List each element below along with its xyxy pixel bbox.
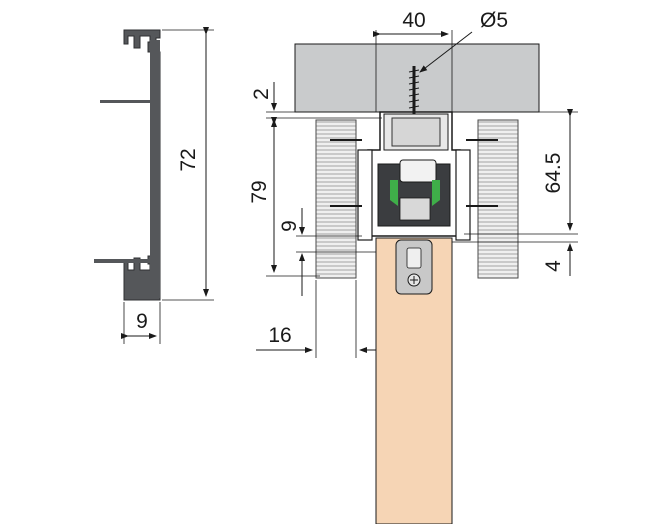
profile-fin-upper xyxy=(100,100,152,103)
profile-web xyxy=(150,40,160,298)
carrier-bracket xyxy=(391,117,441,147)
dim-label-fixing-height: 64.5 xyxy=(542,153,565,194)
assembly: 40 Ø5 2 79 9 64.5 4 16 xyxy=(248,9,578,524)
dim-label-assembly-height: 79 xyxy=(248,180,271,203)
screw-icon xyxy=(408,66,420,114)
guide-green-left xyxy=(390,180,398,206)
rail-right xyxy=(455,149,471,241)
rail-left xyxy=(357,149,373,241)
profile-fin-lower xyxy=(94,259,152,263)
dim-label-clearance: 9 xyxy=(278,220,301,232)
roller-window xyxy=(399,159,437,183)
dim-label-screw-diameter: Ø5 xyxy=(480,9,508,32)
wall-screws xyxy=(330,139,498,207)
dim-leader-diameter xyxy=(419,31,473,73)
side-panel-right xyxy=(477,119,519,279)
hanger-slot xyxy=(406,247,422,269)
dim-label-rail-width: 40 xyxy=(402,9,425,32)
roller-center xyxy=(399,197,431,221)
side-panel-left xyxy=(315,119,357,279)
dim-label-profile-height: 72 xyxy=(177,148,200,171)
guide-green-right xyxy=(432,180,440,206)
profile-cross-section: 72 9 xyxy=(94,27,214,344)
ceiling-block xyxy=(294,43,540,113)
dim-label-top-gap: 2 xyxy=(250,88,273,100)
dim-label-profile-depth: 9 xyxy=(136,310,148,333)
dim-label-bottom-gap: 4 xyxy=(542,260,565,272)
dim-label-panel-offset: 16 xyxy=(268,324,291,347)
